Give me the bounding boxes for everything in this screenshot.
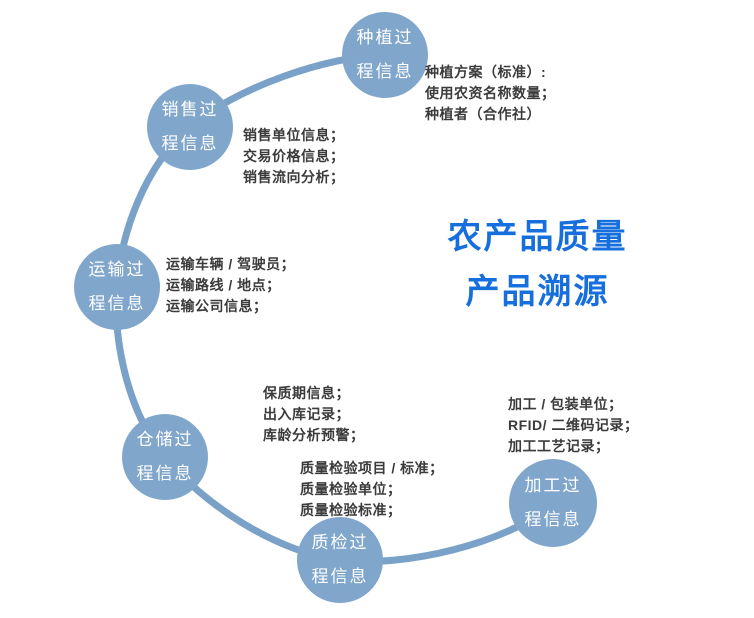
details-inspection-line1: 质量检验项目 / 标准； xyxy=(300,460,444,476)
node-inspection-circle: 质检过 程信息 xyxy=(297,517,383,603)
node-warehouse-circle: 仓储过 程信息 xyxy=(122,414,208,500)
details-processing-line2: RFID/ 二维码记录； xyxy=(508,417,639,433)
details-warehouse: 保质期信息； 出入库记录； 库龄分析预警； xyxy=(263,383,365,446)
node-inspection-label-line1: 质检过 xyxy=(311,533,369,552)
details-inspection: 质量检验项目 / 标准； 质量检验单位； 质量检验标准； xyxy=(300,458,444,521)
diagram-title: 农产品质量 产品溯源 xyxy=(420,210,655,320)
node-sales-label-line2: 程信息 xyxy=(161,134,219,153)
node-sales-circle: 销售过 程信息 xyxy=(147,84,233,170)
details-processing-line3: 加工工艺记录； xyxy=(508,438,610,454)
details-warehouse-line2: 出入库记录； xyxy=(263,406,350,422)
details-inspection-line3: 质量检验标准； xyxy=(300,502,402,518)
details-sales-line3: 销售流向分析； xyxy=(243,169,345,185)
details-planting-line3: 种植者（合作社） xyxy=(425,106,541,122)
details-warehouse-line1: 保质期信息； xyxy=(263,385,350,401)
diagram-title-line2: 产品溯源 xyxy=(465,273,610,311)
node-inspection-label-line2: 程信息 xyxy=(311,567,369,586)
details-transport-line2: 运输路线 / 地点； xyxy=(166,277,281,293)
details-warehouse-line3: 库龄分析预警； xyxy=(263,427,365,443)
details-planting-line2: 使用农资名称数量； xyxy=(425,85,556,101)
node-planting-circle: 种植过 程信息 xyxy=(342,12,428,98)
details-sales-line2: 交易价格信息； xyxy=(243,148,345,164)
details-planting: 种植方案（标准）: 使用农资名称数量； 种植者（合作社） xyxy=(425,62,556,125)
details-processing: 加工 / 包装单位； RFID/ 二维码记录； 加工工艺记录； xyxy=(508,394,638,457)
details-planting-line1: 种植方案（标准）: xyxy=(425,64,547,80)
diagram-title-line1: 农产品质量 xyxy=(447,218,628,256)
node-transport-label-line1: 运输过 xyxy=(88,260,146,279)
details-processing-line1: 加工 / 包装单位； xyxy=(508,396,623,412)
node-planting-label-line2: 程信息 xyxy=(356,62,414,81)
details-transport-line3: 运输公司信息； xyxy=(166,298,268,314)
details-transport: 运输车辆 / 驾驶员； 运输路线 / 地点； 运输公司信息； xyxy=(166,254,295,317)
node-planting-label-line1: 种植过 xyxy=(356,28,414,47)
node-processing-label-line1: 加工过 xyxy=(524,476,582,495)
details-sales: 销售单位信息； 交易价格信息； 销售流向分析； xyxy=(243,125,345,188)
node-sales-label-line1: 销售过 xyxy=(161,100,219,119)
details-sales-line1: 销售单位信息； xyxy=(243,127,345,143)
node-transport-label-line2: 程信息 xyxy=(88,294,146,313)
details-transport-line1: 运输车辆 / 驾驶员； xyxy=(166,256,296,272)
node-warehouse-label-line1: 仓储过 xyxy=(136,430,194,449)
node-processing-label-line2: 程信息 xyxy=(524,510,582,529)
details-inspection-line2: 质量检验单位； xyxy=(300,481,402,497)
node-transport-circle: 运输过 程信息 xyxy=(74,244,160,330)
node-processing-circle: 加工过 程信息 xyxy=(509,459,597,547)
node-warehouse-label-line2: 程信息 xyxy=(136,464,194,483)
